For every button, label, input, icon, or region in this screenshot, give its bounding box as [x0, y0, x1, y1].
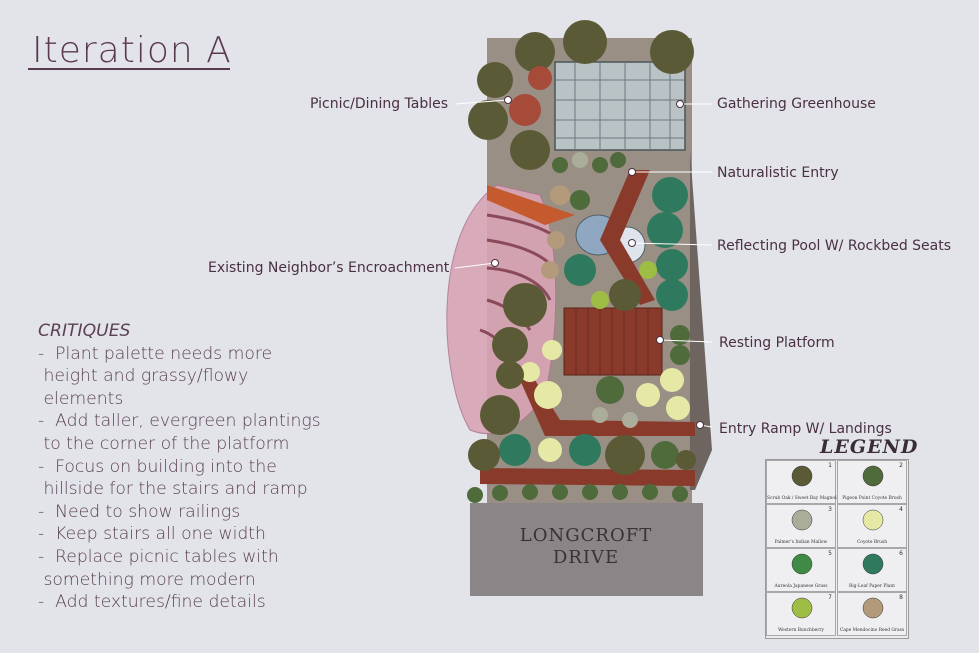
lot-edge	[690, 150, 712, 490]
legend: 1 Scrub Oak / Sweet Bay Magnolia 2 Pigeo…	[765, 459, 909, 639]
grass-symbol-icon	[862, 597, 884, 619]
resting-platform	[563, 307, 663, 376]
label-picnic: Picnic/Dining Tables	[310, 96, 449, 112]
legend-label: Aureola Japanese Grass	[774, 584, 828, 589]
legend-item: 7 Western Bunchberry	[766, 592, 836, 636]
entry-ramp	[520, 380, 695, 436]
critique-item: - Add textures/fine details	[38, 592, 266, 613]
groundcover-symbol-icon	[791, 597, 813, 619]
legend-item: 8 Cape Mendocino Reed Grass	[837, 592, 907, 636]
legend-label: Big-Leaf Paper Plant	[849, 584, 895, 589]
critique-item: - Add taller, evergreen plantings	[38, 411, 321, 432]
legend-number: 2	[899, 462, 903, 469]
shrub-symbol-icon	[862, 465, 884, 487]
grass-symbol-icon	[791, 553, 813, 575]
critique-item: - Need to show railings	[38, 501, 241, 522]
street-label: LONGCROFT DRIVE	[470, 525, 702, 569]
stair-path	[600, 170, 655, 305]
legend-label: Western Bunchberry	[778, 628, 824, 633]
legend-label: Pigeon Point Coyote Brush	[842, 496, 902, 501]
legend-title: LEGEND	[820, 436, 919, 458]
plantings	[467, 20, 696, 503]
entry-ramp-lower	[480, 468, 695, 486]
title-underline	[28, 68, 230, 70]
critique-item: - Plant palette needs more	[38, 343, 273, 364]
street-pavement	[470, 503, 703, 596]
platform-boards	[575, 308, 649, 375]
legend-item: 5 Aureola Japanese Grass	[766, 548, 836, 592]
legend-number: 4	[899, 506, 903, 513]
legend-number: 5	[828, 550, 832, 557]
legend-item: 3 Palmer’s Indian Mallow	[766, 504, 836, 548]
shrub-symbol-icon	[862, 553, 884, 575]
critique-item: something more modern	[38, 569, 256, 590]
critique-item: elements	[38, 388, 124, 409]
tree-symbol-icon	[791, 465, 813, 487]
legend-number: 7	[828, 594, 832, 601]
legend-label: Coyote Brush	[856, 540, 888, 545]
critiques-heading: CRITIQUES	[38, 321, 131, 341]
street-line1: LONGCROFT	[519, 525, 653, 546]
neighbor-roof	[487, 185, 575, 225]
label-neighbor: Existing Neighbor’s Encroachment	[208, 260, 450, 276]
legend-label: Scrub Oak / Sweet Bay Magnolia	[767, 496, 841, 501]
critique-item: hillside for the stairs and ramp	[38, 479, 308, 500]
critique-item: to the corner of the platform	[38, 433, 290, 454]
label-ramp: Entry Ramp W/ Landings	[719, 421, 892, 437]
page-title: Iteration A	[32, 30, 232, 71]
greenhouse	[554, 61, 686, 151]
legend-label: Palmer’s Indian Mallow	[774, 540, 828, 545]
critique-item: - Replace picnic tables with	[38, 546, 279, 567]
legend-number: 8	[899, 594, 903, 601]
leader-dots	[491, 96, 704, 429]
label-greenhouse: Gathering Greenhouse	[717, 96, 876, 112]
label-pool: Reflecting Pool W/ Rockbed Seats	[717, 238, 952, 254]
critiques-list: CRITIQUES - Plant palette needs more hei…	[38, 320, 348, 614]
legend-item: 6 Big-Leaf Paper Plant	[837, 548, 907, 592]
legend-label: Cape Mendocino Reed Grass	[839, 628, 905, 633]
legend-number: 3	[828, 506, 832, 513]
street-line2: DRIVE	[552, 547, 620, 568]
legend-item: 1 Scrub Oak / Sweet Bay Magnolia	[766, 460, 841, 504]
label-platform: Resting Platform	[719, 335, 835, 351]
critique-item: - Keep stairs all one width	[38, 524, 266, 545]
legend-item: 2 Pigeon Point Coyote Brush	[837, 460, 907, 504]
legend-item: 4 Coyote Brush	[837, 504, 907, 548]
legend-number: 1	[828, 462, 832, 469]
critique-item: - Focus on building into the	[38, 456, 277, 477]
shrub-symbol-icon	[791, 509, 813, 531]
greenhouse-mullions	[555, 62, 685, 150]
label-entry: Naturalistic Entry	[717, 165, 839, 181]
shrub-symbol-icon	[862, 509, 884, 531]
legend-number: 6	[899, 550, 903, 557]
critique-item: height and grassy/flowy	[38, 366, 249, 387]
